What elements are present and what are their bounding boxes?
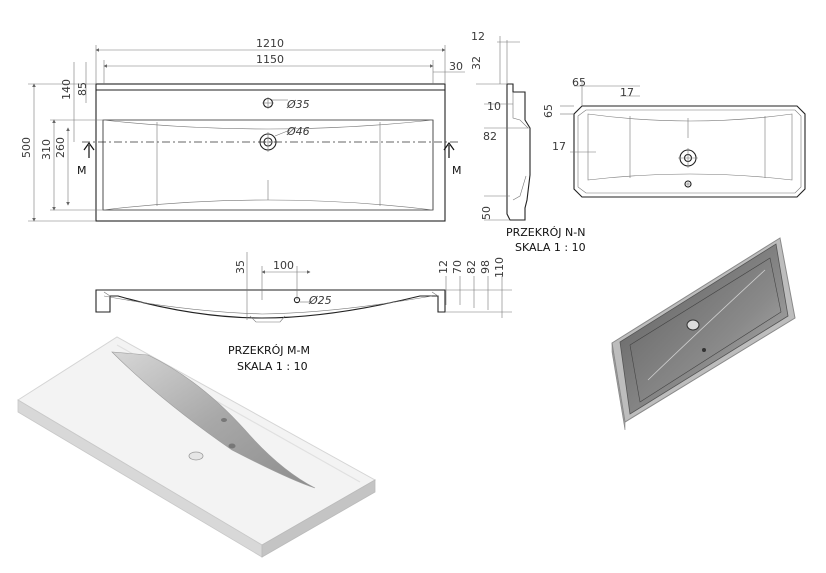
grey-drain-hole <box>686 319 700 331</box>
dim-1150: 1150 <box>256 53 284 66</box>
front-dim-82: 82 <box>465 260 478 274</box>
section-label-left: M <box>77 164 87 177</box>
section-arrow-left <box>83 141 95 158</box>
front-dim-98: 98 <box>479 260 492 274</box>
front-dim-70: 70 <box>451 260 464 274</box>
front-section-outline <box>95 289 446 319</box>
grey-highlight <box>647 269 766 381</box>
dim-310: 310 <box>40 139 53 160</box>
section-nn-caption: PRZEKRÓJ N-N <box>506 226 585 239</box>
render-grey-bottom-view <box>611 237 796 431</box>
white-drain-hole <box>228 443 236 449</box>
front-drain <box>249 315 286 323</box>
front-lips <box>103 291 439 297</box>
dim-drain-diameter: Ø46 <box>286 125 310 138</box>
dim-30: 30 <box>449 60 463 73</box>
dim-500: 500 <box>20 137 33 158</box>
front-dim-100: 100 <box>273 259 294 272</box>
bottom-view-inner <box>577 109 802 194</box>
dim-overflow-diameter: Ø35 <box>286 98 310 111</box>
side-dim-82: 82 <box>483 130 497 143</box>
section-mm-caption: PRZEKRÓJ M-M <box>228 344 310 357</box>
side-inner-2 <box>512 175 527 201</box>
basin-top-curve <box>102 119 434 130</box>
side-inner-1 <box>512 92 529 129</box>
section-label-right: M <box>452 164 462 177</box>
side-dim-12: 12 <box>471 30 485 43</box>
front-dim-hole: Ø25 <box>308 294 332 307</box>
side-dim-10: 10 <box>487 100 501 113</box>
white-side-face <box>261 479 376 558</box>
front-section-view: 35 100 Ø25 12 70 82 98 110 PRZEKRÓJ M-M … <box>95 252 512 373</box>
grey-basin <box>619 243 789 415</box>
side-section-view: 12 32 10 82 50 PRZEKRÓJ N-N SKALA 1 : 10 <box>470 30 586 254</box>
grey-overflow-hole <box>702 348 706 352</box>
front-inner-curve <box>103 295 433 315</box>
front-dim-110: 110 <box>493 257 506 278</box>
section-mm-scale: SKALA 1 : 10 <box>237 360 308 373</box>
side-dim-50: 50 <box>480 206 493 220</box>
grey-frame-side <box>611 342 626 431</box>
basin-bottom-curve <box>102 199 434 211</box>
render-white-top-view <box>17 336 377 558</box>
white-overflow-hole <box>221 418 227 422</box>
front-dim-12: 12 <box>437 260 450 274</box>
dim-1210: 1210 <box>256 37 284 50</box>
side-section-outline <box>506 83 531 221</box>
section-nn-scale: SKALA 1 : 10 <box>515 241 586 254</box>
dim-260: 260 <box>54 137 67 158</box>
white-basin <box>111 351 316 489</box>
leader-46 <box>274 129 291 137</box>
front-dim-35: 35 <box>234 260 247 274</box>
bottom-view-outline <box>573 105 806 198</box>
side-dim-32: 32 <box>470 56 483 70</box>
bottom-basin <box>587 113 793 181</box>
bottom-view: 65 17 65 17 <box>542 76 806 198</box>
white-faucet-hole <box>188 451 204 461</box>
dim-140: 140 <box>60 79 73 100</box>
bottom-dim-65a: 65 <box>572 76 586 89</box>
bottom-dim-17a: 17 <box>620 86 634 99</box>
top-view-outline <box>95 83 446 222</box>
section-arrow-right <box>443 141 455 158</box>
grey-basin-inner <box>629 257 782 403</box>
dim-85: 85 <box>76 82 89 96</box>
bottom-dim-17b: 17 <box>552 140 566 153</box>
bottom-dim-65b: 65 <box>542 104 555 118</box>
top-view: M M 1210 1150 30 500 310 260 140 85 Ø35 … <box>20 37 465 222</box>
